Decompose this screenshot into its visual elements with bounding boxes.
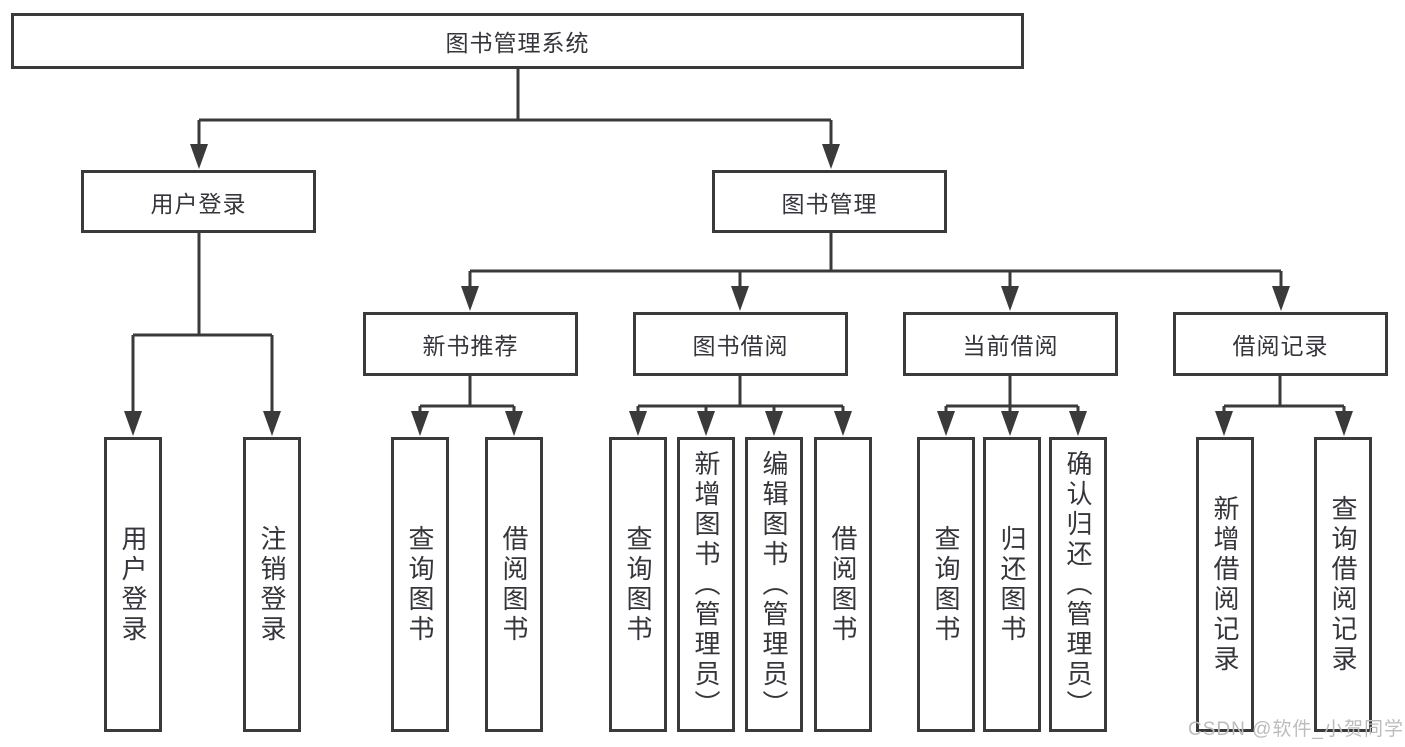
node-user-login-branch: 用户登录	[81, 170, 316, 233]
group-label: 新书推荐	[422, 333, 519, 359]
leaf-label: 确认归还（管理员）	[1063, 449, 1093, 720]
leaf-query-books-recommend: 查询图书	[391, 437, 449, 732]
leaf-borrow-books-recommend: 借阅图书	[485, 437, 543, 732]
leaf-label: 借阅图书	[828, 524, 858, 645]
leaf-label: 编辑图书（管理员）	[759, 449, 789, 720]
node-root-system: 图书管理系统	[11, 13, 1024, 69]
leaf-logout: 注销登录	[243, 437, 301, 732]
node-current-borrowing: 当前借阅	[903, 312, 1118, 376]
leaf-query-books-borrowing: 查询图书	[609, 437, 667, 732]
leaf-return-books: 归还图书	[983, 437, 1041, 732]
node-new-book-recommendation: 新书推荐	[363, 312, 578, 376]
leaf-query-borrow-record: 查询借阅记录	[1314, 437, 1372, 732]
node-borrowing-records: 借阅记录	[1173, 312, 1388, 376]
node-book-borrowing: 图书借阅	[633, 312, 848, 376]
leaf-label: 查询图书	[405, 524, 435, 645]
leaf-edit-book-admin: 编辑图书（管理员）	[745, 437, 803, 732]
leaf-label: 查询图书	[623, 524, 653, 645]
group-label: 当前借阅	[962, 333, 1059, 359]
leaf-label: 用户登录	[118, 524, 148, 645]
leaf-label: 新增图书（管理员）	[691, 449, 721, 720]
leaf-label: 借阅图书	[499, 524, 529, 645]
root-label: 图书管理系统	[445, 30, 590, 56]
leaf-label: 新增借阅记录	[1210, 494, 1240, 675]
csdn-watermark: CSDN @软件_小贺同学	[1188, 719, 1404, 740]
leaf-user-login: 用户登录	[104, 437, 162, 732]
leaf-confirm-return-admin: 确认归还（管理员）	[1049, 437, 1107, 732]
leaf-label: 查询借阅记录	[1328, 494, 1358, 675]
leaf-label: 查询图书	[931, 524, 961, 645]
leaf-borrow-books-borrowing: 借阅图书	[814, 437, 872, 732]
leaf-add-book-admin: 新增图书（管理员）	[677, 437, 735, 732]
leaf-query-books-current: 查询图书	[917, 437, 975, 732]
arrowheads	[124, 144, 1353, 436]
leaf-label: 注销登录	[257, 524, 287, 645]
group-label: 借阅记录	[1232, 333, 1329, 359]
group-label: 图书借阅	[692, 333, 789, 359]
branch-label: 图书管理	[781, 190, 878, 217]
branch-label: 用户登录	[150, 190, 247, 217]
node-book-management-branch: 图书管理	[712, 170, 947, 233]
leaf-add-borrow-record: 新增借阅记录	[1196, 437, 1254, 732]
leaf-label: 归还图书	[997, 524, 1027, 645]
